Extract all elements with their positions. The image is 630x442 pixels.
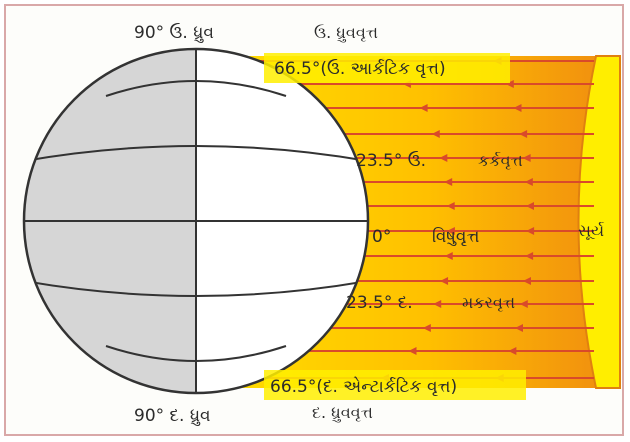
globe — [22, 47, 370, 395]
south-polar-circle-label: દ. ધ્રુવવૃત્ત — [312, 403, 373, 423]
equator-name: વિષુવૃત્ત — [432, 227, 480, 247]
antarctic-circle-label: 66.5°(દ. એન્ટાર્કટિક વૃત્ત) — [270, 376, 457, 397]
earth-sunlight-diagram: 90° ઉ. ધ્રુવ ઉ. ધ્રુવવૃત્ત 66.5°(ઉ. આર્ક… — [22, 23, 621, 426]
equator-degree: 0° — [372, 227, 391, 247]
arrow-left-icon — [446, 202, 455, 210]
arrow-left-icon — [524, 178, 533, 186]
arrow-left-icon — [505, 80, 514, 88]
arrow-left-icon — [526, 227, 535, 235]
arrow-left-icon — [508, 347, 517, 355]
arrow-left-icon — [526, 202, 535, 210]
arrow-left-icon — [522, 277, 531, 285]
sun-label: સૂર્ય — [578, 221, 604, 240]
north-polar-circle-label: ઉ. ધ્રુવવૃત્ત — [314, 23, 378, 43]
globe-outline — [22, 47, 370, 395]
arrow-left-icon — [440, 277, 449, 285]
tropic-of-cancer-name: કર્કવૃત્ત — [478, 151, 523, 170]
arrow-left-icon — [419, 104, 428, 112]
arrow-left-icon — [444, 178, 453, 186]
arrow-left-icon — [408, 347, 417, 355]
arrow-left-icon — [439, 154, 448, 162]
arrow-left-icon — [514, 324, 523, 332]
arrow-left-icon — [431, 130, 440, 138]
south-pole-label: 90° દ. ધ્રુવ — [134, 406, 211, 426]
arrow-left-icon — [444, 252, 453, 260]
arrow-left-icon — [446, 227, 455, 235]
arrow-left-icon — [433, 300, 442, 308]
arrow-left-icon — [519, 130, 528, 138]
arrow-left-icon — [519, 300, 528, 308]
diagram-frame: 90° ઉ. ધ્રુવ ઉ. ધ્રુવવૃત્ત 66.5°(ઉ. આર્ક… — [4, 4, 624, 436]
arrow-left-icon — [522, 154, 531, 162]
north-pole-label: 90° ઉ. ધ્રુવ — [134, 23, 214, 43]
arrow-left-icon — [513, 104, 522, 112]
tropic-of-capricorn-name: મકરવૃત્ત — [462, 293, 515, 312]
arrow-left-icon — [422, 324, 431, 332]
tropic-of-capricorn-degree: 23.5° દ. — [346, 293, 413, 313]
arrow-left-icon — [525, 252, 534, 260]
tropic-of-cancer-degree: 23.5° ઉ. — [356, 151, 426, 171]
arctic-circle-label: 66.5°(ઉ. આર્કટિક વૃત્ત) — [274, 59, 446, 79]
